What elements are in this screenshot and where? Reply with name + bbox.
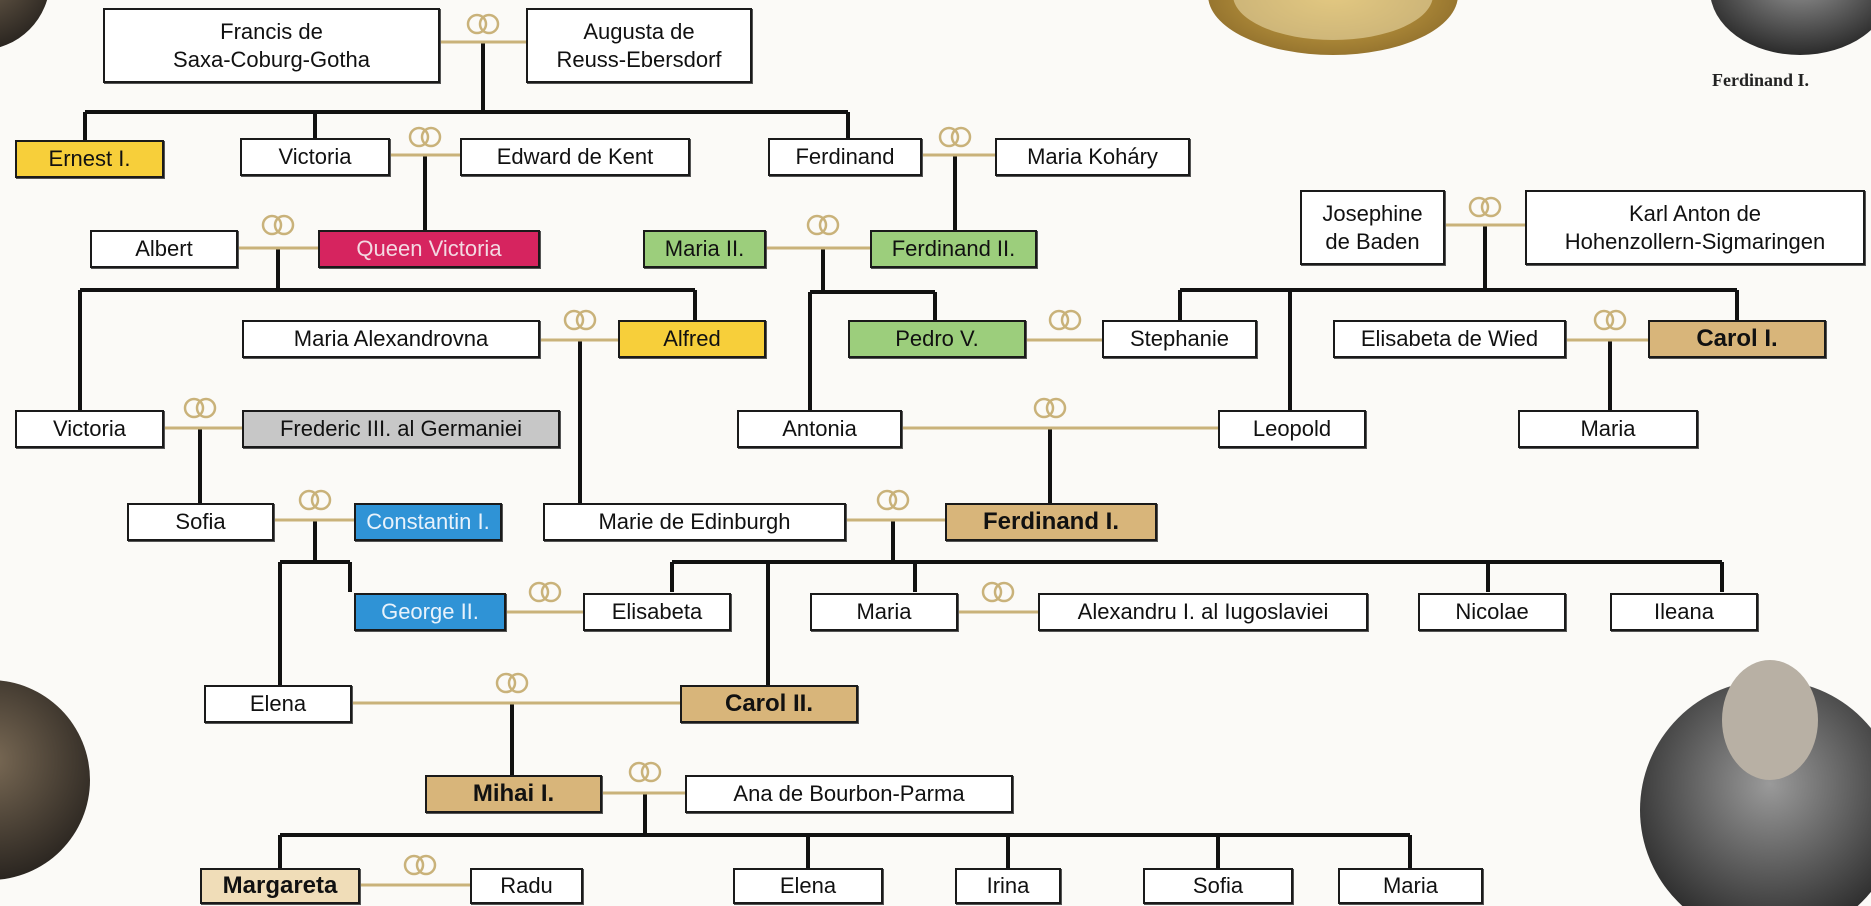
person-name: Ferdinand I. [982,508,1119,535]
person-name: Ana de Bourbon-Parma [733,781,965,807]
person-maria-m[interactable]: Maria [1338,868,1483,904]
person-name: Ileana [1654,599,1714,625]
person-alfred[interactable]: Alfred [618,320,766,358]
person-name: Constantin I. [366,509,490,535]
person-name: Frederic III. al Germaniei [279,416,523,442]
person-elisabeta[interactable]: Elisabeta [583,593,731,631]
portrait-bottom-right [1640,660,1871,906]
person-edward-de-kent[interactable]: Edward de Kent [460,138,690,176]
person-ferdinand-ii[interactable]: Ferdinand II. [870,230,1037,268]
person-carol-i[interactable]: Carol I. [1648,320,1826,358]
person-margareta[interactable]: Margareta [200,868,360,904]
person-josephine[interactable]: Josephine de Baden [1300,190,1445,265]
person-name: Alexandru I. al Iugoslaviei [1077,599,1329,625]
person-name: Leopold [1252,416,1332,442]
person-pedro-v[interactable]: Pedro V. [848,320,1026,358]
person-name: Victoria [278,144,352,170]
person-name: Alfred [663,326,721,352]
person-maria-ii[interactable]: Maria II. [643,230,766,268]
person-name: George II. [381,599,479,625]
person-antonia[interactable]: Antonia [737,410,902,448]
person-alexandru-i[interactable]: Alexandru I. al Iugoslaviei [1038,593,1368,631]
person-name: Elena [249,691,307,717]
person-name: Elisabeta de Wied [1360,326,1539,352]
person-frederic-iii[interactable]: Frederic III. al Germaniei [242,410,560,448]
person-maria-kohary[interactable]: Maria Koháry [995,138,1190,176]
person-ana-de-bourbon-parma[interactable]: Ana de Bourbon-Parma [685,775,1013,813]
person-name: Ferdinand II. [891,236,1016,262]
person-name: Maria Alexandrovna [293,326,489,352]
person-george-ii[interactable]: George II. [354,593,506,631]
person-name: Carol II. [724,690,814,717]
person-victoria-princess[interactable]: Victoria [15,410,164,448]
person-name: Margareta [222,872,338,899]
person-name: Maria [856,599,912,625]
person-leopold[interactable]: Leopold [1218,410,1366,448]
person-nicolae[interactable]: Nicolae [1418,593,1566,631]
person-name: Pedro V. [895,326,979,352]
person-name: Sofia [175,509,226,535]
person-name: Maria [1382,873,1438,899]
person-karl-anton[interactable]: Karl Anton de Hohenzollern-Sigmaringen [1525,190,1865,265]
person-radu[interactable]: Radu [470,868,583,904]
person-name: Josephine de Baden [1322,201,1423,254]
person-sofia-m[interactable]: Sofia [1143,868,1293,904]
person-name: Victoria [53,416,126,442]
person-marie-de-edinburgh[interactable]: Marie de Edinburgh [543,503,846,541]
person-ferdinand-sc[interactable]: Ferdinand [768,138,922,176]
person-name: Marie de Edinburgh [598,509,791,535]
person-constantin-i[interactable]: Constantin I. [354,503,502,541]
person-ferdinand-i[interactable]: Ferdinand I. [945,503,1157,541]
person-ernest-i[interactable]: Ernest I. [15,140,164,178]
person-name: Irina [986,873,1030,899]
person-irina[interactable]: Irina [955,868,1061,904]
person-name: Francis de Saxa-Coburg-Gotha [173,19,370,72]
person-stephanie[interactable]: Stephanie [1102,320,1257,358]
person-name: Albert [135,236,193,262]
portrait-top-right [1711,0,1871,55]
person-augusta[interactable]: Augusta de Reuss-Ebersdorf [526,8,752,83]
person-name: Elena [779,873,837,899]
person-name: Antonia [782,416,857,442]
person-name: Sofia [1192,873,1244,899]
person-elena[interactable]: Elena [733,868,883,904]
person-name: Edward de Kent [496,144,654,170]
person-name: Radu [500,873,553,899]
person-name: Karl Anton de Hohenzollern-Sigmaringen [1564,201,1826,254]
person-victoria-kent[interactable]: Victoria [240,138,390,176]
person-albert[interactable]: Albert [90,230,238,268]
wedding-rings-icons [183,13,1627,876]
person-maria-carol[interactable]: Maria [1518,410,1698,448]
portrait-top-left [0,0,48,48]
person-name: Maria [1580,416,1636,442]
person-elisabeta-de-wied[interactable]: Elisabeta de Wied [1333,320,1566,358]
photo-caption: Ferdinand I. [1712,70,1810,90]
person-name: Mihai I. [472,780,555,807]
person-queen-victoria[interactable]: Queen Victoria [318,230,540,268]
person-francis[interactable]: Francis de Saxa-Coburg-Gotha [103,8,440,83]
person-name: Ernest I. [48,146,131,172]
person-name: Ferdinand [795,144,895,170]
person-ileana[interactable]: Ileana [1610,593,1758,631]
person-name: Queen Victoria [356,236,502,262]
person-elena-greece[interactable]: Elena [204,685,352,723]
person-name: Elisabeta [611,599,703,625]
person-name: Stephanie [1129,326,1230,352]
person-maria-alexandrovna[interactable]: Maria Alexandrovna [242,320,540,358]
royal-crest-image [1208,0,1458,55]
person-sofia[interactable]: Sofia [127,503,274,541]
person-maria-iugoslavia[interactable]: Maria [810,593,958,631]
descent-lines [78,42,1739,868]
person-name: Maria Koháry [1027,144,1158,170]
person-name: Carol I. [1696,325,1778,352]
person-mihai-i[interactable]: Mihai I. [425,775,602,813]
person-name: Maria II. [664,236,745,262]
person-name: Nicolae [1455,599,1529,625]
portrait-bottom-left [0,680,90,880]
person-name: Augusta de Reuss-Ebersdorf [556,19,722,72]
person-carol-ii[interactable]: Carol II. [680,685,858,723]
